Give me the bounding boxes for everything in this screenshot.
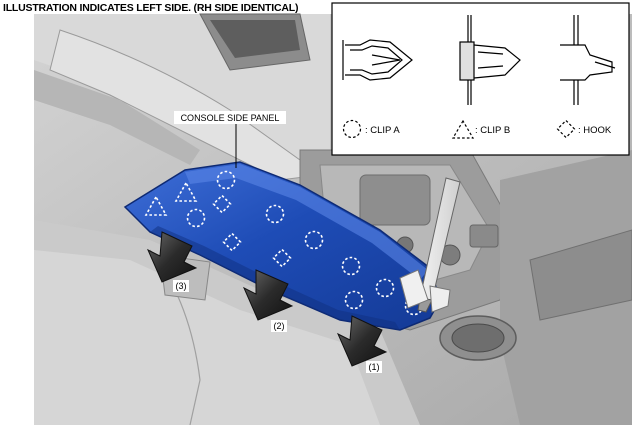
step-label-1: (1)	[369, 362, 380, 372]
clip-a-marker	[304, 230, 324, 250]
clip-a-illustration	[342, 39, 413, 81]
illustration-title: ILLUSTRATION INDICATES LEFT SIDE. (RH SI…	[3, 2, 299, 14]
panel-label: CONSOLE SIDE PANEL	[174, 111, 286, 168]
arrow-step-3	[146, 231, 198, 283]
hook-illustration	[560, 15, 616, 105]
panel-clips	[144, 170, 424, 316]
arrow-step-2	[242, 269, 294, 321]
clip-a-marker	[216, 170, 236, 190]
clip-a-marker	[375, 278, 395, 298]
hook-icon	[556, 119, 576, 139]
legend-clip-a: : CLIP A	[365, 125, 400, 136]
clip-b-marker	[174, 181, 198, 202]
clip-a-icon	[342, 119, 362, 139]
clip-a-marker	[341, 256, 361, 276]
hook-marker	[222, 232, 242, 252]
step-label-3: (3)	[176, 281, 187, 291]
legend-box: : CLIP A : CLIP B : HOOK	[331, 2, 630, 156]
clip-a-marker	[186, 208, 206, 228]
removal-arrows	[146, 231, 388, 367]
step-labels: (3) (2) (1)	[173, 280, 382, 373]
step-label-2: (2)	[274, 321, 285, 331]
panel-label-text: CONSOLE SIDE PANEL	[181, 113, 280, 123]
clip-b-marker	[144, 195, 168, 216]
clip-a-marker	[265, 204, 285, 224]
arrow-step-1	[336, 315, 388, 367]
legend-clip-b: : CLIP B	[475, 125, 510, 136]
hook-marker	[272, 248, 292, 268]
legend-hook: : HOOK	[578, 125, 612, 136]
clip-b-icon	[451, 119, 475, 139]
clip-b-illustration	[459, 15, 521, 105]
hook-marker	[212, 194, 232, 214]
removal-tool	[399, 177, 461, 313]
clip-a-marker	[344, 290, 364, 310]
